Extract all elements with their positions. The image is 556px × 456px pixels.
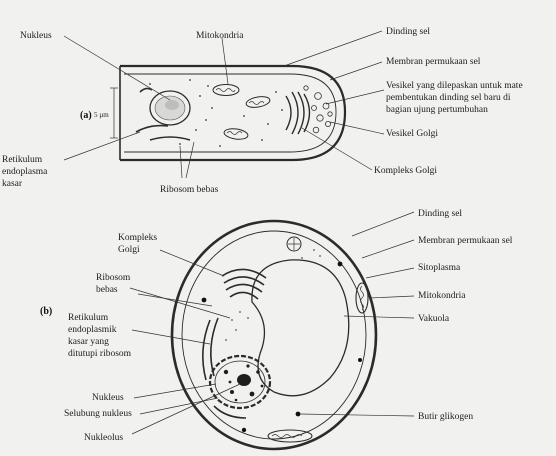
mitochondria-a xyxy=(213,85,271,141)
label-nukleus-a: Nukleus xyxy=(20,31,52,41)
label-ribosom-b-2: bebas xyxy=(96,285,118,295)
label-ribosom-bebas-a: Ribosom bebas xyxy=(160,185,219,195)
vesicles-a xyxy=(304,86,332,133)
label-vesikel-line2: pembentukan dinding sel baru di xyxy=(386,93,511,103)
label-retikulum-a-3: kasar xyxy=(2,179,23,189)
label-kompleks-golgi-a: Kompleks Golgi xyxy=(374,166,437,176)
label-retikulum-a-1: Retikulum xyxy=(2,155,43,165)
label-nukleolus: Nukleolus xyxy=(84,433,123,443)
label-butir-glikogen: Butir glikogen xyxy=(418,412,473,422)
label-retikulum-b-1: Retikulum xyxy=(68,313,109,323)
label-retikulum-b-4: ditutupi ribosom xyxy=(68,349,132,359)
label-membran-a: Membran permukaan sel xyxy=(386,57,481,67)
figure-a-tag: (a) xyxy=(80,110,92,121)
label-retikulum-b-3: kasar yang xyxy=(68,337,109,347)
label-kompleks-b-1: Kompleks xyxy=(118,233,157,243)
nucleus-b xyxy=(210,356,270,408)
label-ribosom-b-1: Ribosom xyxy=(96,273,131,283)
label-vesikel-golgi: Vesikel Golgi xyxy=(386,129,438,139)
label-mitokondria-b: Mitokondria xyxy=(418,291,466,301)
label-vesikel-line3: bagian ujung pertumbuhan xyxy=(386,105,488,115)
vacuole xyxy=(252,260,349,396)
scale-label: 5 µm xyxy=(94,111,109,119)
label-vesikel-line1: Vesikel yang dilepaskan untuk mate xyxy=(386,81,523,91)
label-membran-b: Membran permukaan sel xyxy=(418,236,513,246)
golgi-b xyxy=(222,269,266,299)
label-sitoplasma: Sitoplasma xyxy=(418,263,461,273)
leaders-a xyxy=(64,31,384,178)
label-mitokondria-a: Mitokondria xyxy=(196,31,244,41)
label-dinding-sel-a: Dinding sel xyxy=(386,27,430,37)
label-retikulum-a-2: endoplasma xyxy=(2,167,48,177)
label-dinding-sel-b: Dinding sel xyxy=(418,209,462,219)
label-nukleus-b: Nukleus xyxy=(92,393,124,403)
label-kompleks-b-2: Golgi xyxy=(118,245,140,255)
label-selubung-nukleus: Selubung nukleus xyxy=(64,409,132,419)
figure-b-tag: (b) xyxy=(40,306,52,317)
label-retikulum-b-2: endoplasmik xyxy=(68,325,117,335)
golgi-a xyxy=(286,92,310,134)
label-vakuola: Vakuola xyxy=(418,314,450,324)
